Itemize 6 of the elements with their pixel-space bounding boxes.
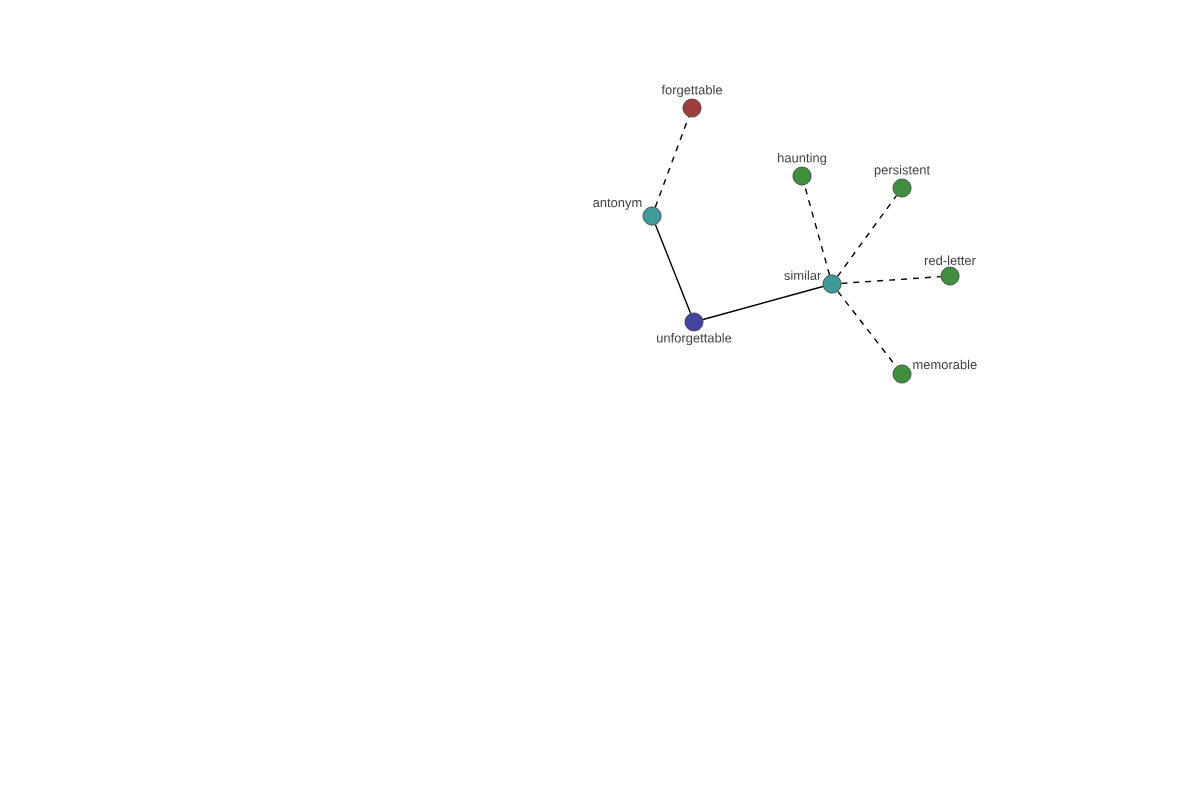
connector-line — [803, 184, 831, 276]
connector-line — [836, 194, 898, 278]
connector-line — [837, 290, 897, 368]
connector-line — [840, 275, 942, 285]
connector-line — [702, 285, 824, 321]
connector-line — [654, 224, 692, 314]
